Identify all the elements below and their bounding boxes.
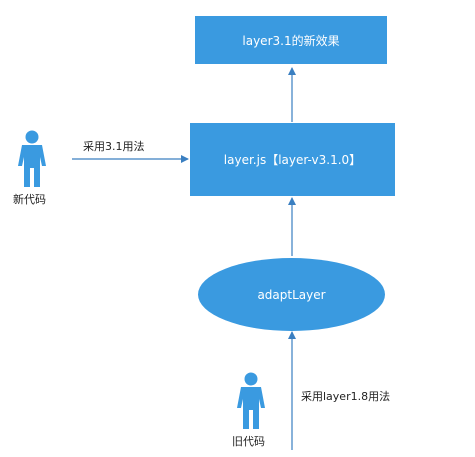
new-code-edge-label: 采用3.1用法 (83, 140, 145, 153)
new-code-label: 新代码 (13, 193, 46, 206)
effects-box-label: layer3.1的新效果 (242, 33, 340, 48)
person-icon (237, 372, 265, 429)
layer-js-box: layer.js【layer-v3.1.0】 (190, 123, 395, 196)
adapt-layer-ellipse: adaptLayer (198, 258, 385, 331)
layer-js-box-label: layer.js【layer-v3.1.0】 (223, 153, 362, 167)
person-icon (18, 130, 46, 187)
effects-box: layer3.1的新效果 (195, 16, 387, 64)
old-code-edge-label: 采用layer1.8用法 (301, 390, 391, 403)
old-code-label: 旧代码 (232, 435, 265, 448)
adapt-layer-label: adaptLayer (257, 287, 326, 302)
